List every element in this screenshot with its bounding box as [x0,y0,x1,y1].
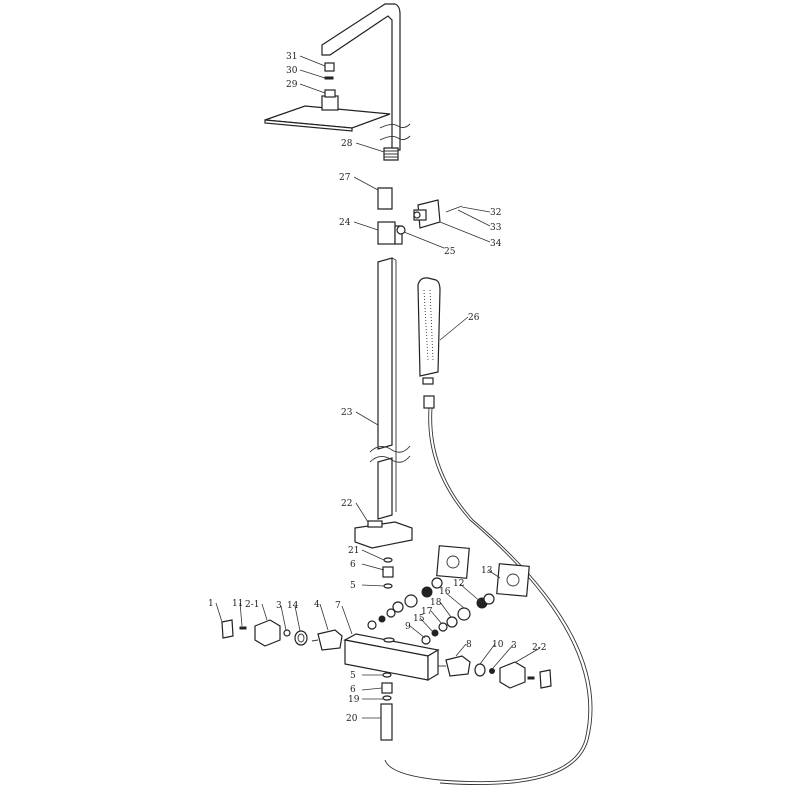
label-18: 18 [430,598,442,608]
label-22: 22 [341,499,352,509]
right-parts [438,655,552,689]
label-3-left: 3 [276,601,282,611]
label-21: 21 [348,546,359,556]
label-31: 31 [286,52,297,62]
label-13: 13 [481,566,493,576]
label-14: 14 [287,601,299,611]
label-11: 11 [232,599,243,609]
label-2-2: 2-2 [532,643,547,653]
lower-fittings [380,672,393,741]
part-23-rail [369,257,411,520]
label-27: 27 [339,173,351,183]
label-30: 30 [286,66,298,76]
label-6-upper: 6 [350,560,356,570]
leader-lines [215,55,541,719]
part-7-valve-body [343,633,440,682]
upper-fittings [382,557,394,589]
label-25: 25 [444,247,456,257]
part-27-cap [377,187,393,210]
label-33: 33 [490,223,502,233]
label-5-upper: 5 [350,581,356,591]
label-32: 32 [490,208,501,218]
label-6-lower: 6 [350,685,356,695]
label-15: 15 [413,614,425,624]
label-20: 20 [346,714,358,724]
part-22-connector [354,520,413,549]
label-17: 17 [421,607,433,617]
label-10: 10 [492,640,504,650]
label-23: 23 [341,408,353,418]
label-24: 24 [339,218,351,228]
label-3-right: 3 [511,641,517,651]
right-upper-parts [367,545,530,645]
label-1: 1 [208,599,214,609]
shower-head [264,62,391,132]
part-24-bracket [377,221,406,245]
part-34-wall-bracket [413,199,463,229]
label-9: 9 [405,622,411,632]
label-26: 26 [468,313,480,323]
label-7: 7 [335,601,341,611]
label-8: 8 [466,640,472,650]
label-19: 19 [348,695,360,705]
label-12: 12 [453,579,464,589]
label-5-lower: 5 [350,671,356,681]
label-29: 29 [286,80,298,90]
part-labels: 31 30 29 28 27 24 25 32 33 34 26 23 22 2… [208,52,547,724]
part-26-hand-shower [384,277,593,786]
label-4: 4 [314,600,320,610]
label-16: 16 [439,587,451,597]
left-parts [221,619,343,651]
shower-arm [321,3,411,161]
label-28: 28 [341,139,353,149]
label-34: 34 [490,239,502,249]
label-2-1: 2-1 [245,600,260,610]
